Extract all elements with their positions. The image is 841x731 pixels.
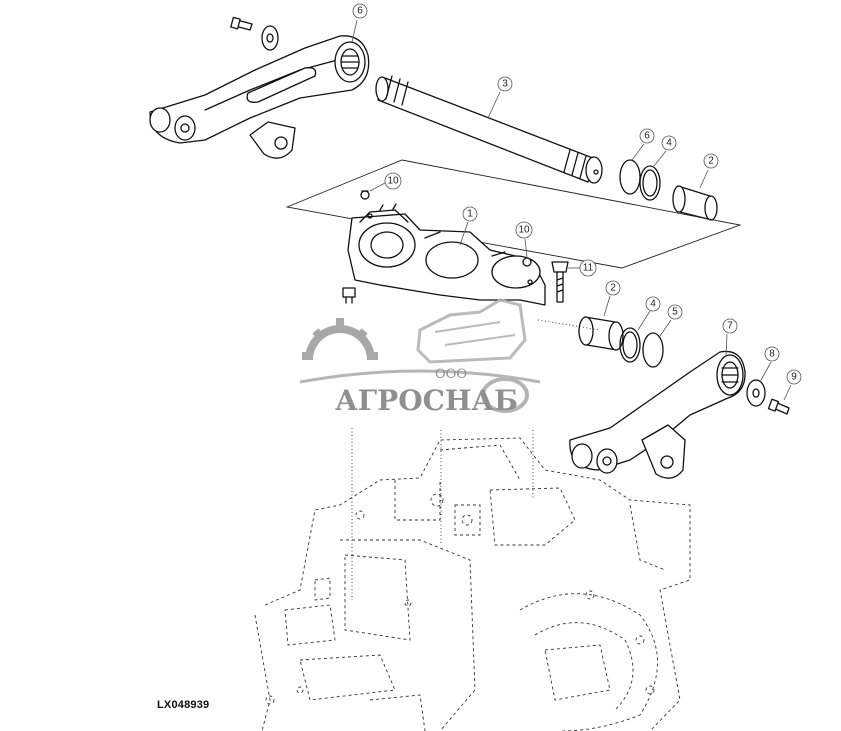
alignment-lines <box>351 319 601 600</box>
callout-label: 2 <box>708 156 714 167</box>
assembly-plane <box>285 159 742 269</box>
callout-7: 7 <box>722 318 738 357</box>
seal-ring-5-lower <box>642 332 664 368</box>
callout-10-upper: 10 <box>369 172 402 192</box>
callout-label: 4 <box>650 299 656 310</box>
callout-2-lower: 2 <box>603 280 621 317</box>
callout-3: 3 <box>487 76 513 119</box>
tractor-rear-housing-outline <box>254 437 691 731</box>
callout-label: 11 <box>583 263 594 274</box>
drain-plug <box>342 287 356 304</box>
bolt-11 <box>551 261 569 303</box>
callout-label: 10 <box>518 225 530 236</box>
watermark-company-name: АГРОСНАБ <box>335 384 518 417</box>
callout-label: 7 <box>727 321 733 332</box>
housing <box>347 203 546 306</box>
callout-6-top: 6 <box>351 3 368 43</box>
bolt-top-left <box>230 16 253 31</box>
lift-arm-left <box>149 35 370 159</box>
callout-11: 11 <box>568 259 597 277</box>
callout-6-mid: 6 <box>631 128 655 161</box>
bushing-2-upper <box>672 185 718 221</box>
callout-5: 5 <box>659 304 683 337</box>
callout-label: 6 <box>357 6 363 17</box>
o-ring-4-upper <box>639 165 661 201</box>
grease-fitting-right <box>522 257 532 267</box>
callout-label: 10 <box>387 176 399 187</box>
callout-label: 2 <box>610 283 616 294</box>
callout-label: 9 <box>791 372 797 383</box>
callout-label: 1 <box>467 209 473 220</box>
bolt-9 <box>767 398 790 415</box>
callout-label: 5 <box>672 307 678 318</box>
callout-1: 1 <box>459 206 478 246</box>
callout-label: 6 <box>644 131 650 142</box>
splined-shaft <box>375 75 603 184</box>
bushing-2-lower <box>578 316 624 351</box>
washer-8 <box>746 379 766 407</box>
watermark-prefix: ООО <box>435 367 467 382</box>
washer-top-left <box>261 25 279 51</box>
callout-2-upper: 2 <box>699 153 719 189</box>
callout-9: 9 <box>783 369 802 401</box>
seal-ring-6-upper <box>619 159 641 195</box>
callout-10-lower: 10 <box>515 221 533 258</box>
callout-label: 4 <box>666 138 672 149</box>
callout-4-upper: 4 <box>653 135 677 167</box>
grease-fitting-upper <box>360 190 370 200</box>
callout-4-lower: 4 <box>637 296 661 331</box>
lift-arm-right <box>569 350 746 479</box>
o-ring-4-lower <box>619 327 641 363</box>
callout-8: 8 <box>759 346 780 383</box>
figure-code: LX048939 <box>157 699 210 711</box>
callout-label: 3 <box>502 79 508 90</box>
callout-label: 8 <box>769 349 775 360</box>
watermark-logo <box>299 298 541 413</box>
